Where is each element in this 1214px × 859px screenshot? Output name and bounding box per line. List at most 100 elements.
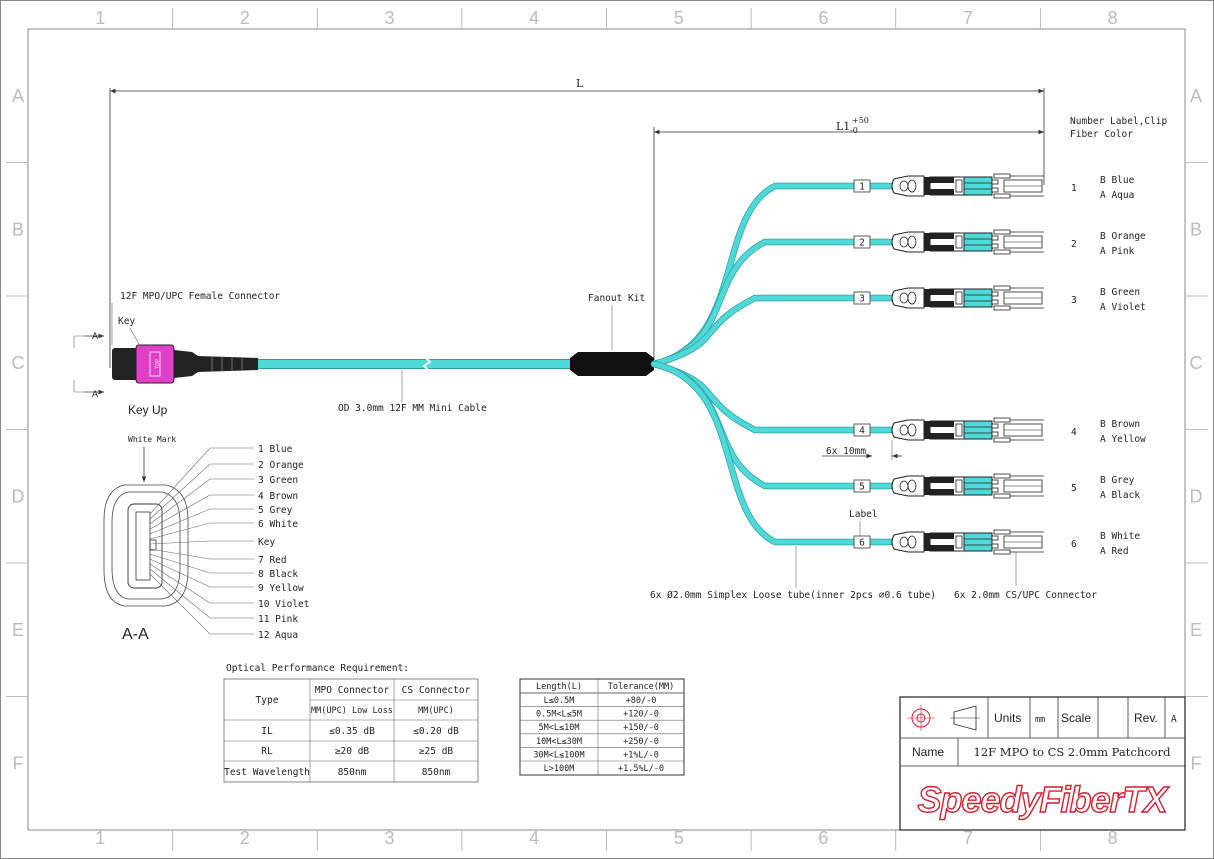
leg-color-a: A Red [1100, 546, 1129, 557]
grid-col-label: 6 [818, 828, 828, 848]
optical-table: Type MPO Connector CS Connector MM(UPC) … [223, 678, 479, 783]
leg-number-clip [853, 235, 871, 249]
rev-value: A [1171, 714, 1177, 725]
number-label-clip-title: Number Label,Clip [1070, 116, 1168, 127]
grid-row-label: B [12, 219, 24, 239]
leg-clip-number: 5 [859, 482, 865, 493]
tolerance-row-tol: +1.5%L/-0 [618, 764, 664, 774]
fiber-list-item: 10 Violet [258, 599, 309, 610]
grid-row-label: D [12, 486, 25, 506]
optical-row-name: IL [261, 726, 273, 737]
white-mark-label: White Mark [128, 435, 176, 444]
tolerance-row-tol: +80/-0 [626, 696, 657, 706]
label-callout: Label [849, 509, 878, 520]
leg-number: 5 [1071, 483, 1077, 494]
optical-row-cs: ≤0.20 dB [413, 726, 459, 737]
fiber-list-item: 1 Blue [258, 444, 293, 455]
cs-connector-label: 6x 2.0mm CS/UPC Connector [954, 590, 1097, 601]
logo: SpeedyFiberTX [917, 779, 1169, 820]
grid-ticks [6, 8, 1208, 851]
grid-col-label: 6 [818, 8, 828, 28]
tolerance-row-length: 30M<L≤100M [533, 750, 584, 760]
leg-color-a: A Black [1100, 490, 1140, 501]
cs-connector [891, 417, 1045, 443]
tolerance-h-length: Length(L) [536, 682, 582, 692]
fiber-list-item: 6 White [258, 519, 298, 530]
grid-col-label: 7 [963, 828, 973, 848]
grid-row-label: A [1190, 86, 1202, 106]
mpo-end-face [103, 484, 189, 607]
cs-connector [891, 473, 1045, 499]
leg-color-b: B Grey [1100, 475, 1135, 486]
rev-label: Rev. [1134, 711, 1158, 725]
key-label: Key [118, 316, 135, 327]
units-value: mm [1035, 715, 1045, 725]
grid-row-label: B [1190, 219, 1202, 239]
optical-row-mpo: ≥20 dB [335, 746, 370, 757]
leg-color-b: B White [1100, 531, 1140, 542]
optical-row-cs: ≥25 dB [419, 746, 454, 757]
fiber-list-item: Key [258, 537, 275, 548]
leg-clip-number: 3 [859, 294, 865, 305]
leg-clip-number: 1 [859, 182, 865, 193]
grid-row-label: F [1191, 753, 1202, 773]
optical-row-mpo: 850nm [338, 767, 367, 778]
fiber-list-item: 12 Aqua [258, 630, 298, 641]
grid-col-label: 5 [674, 8, 684, 28]
leg-color-b: B Green [1100, 287, 1140, 298]
grid-row-label: C [1190, 353, 1203, 373]
grid-row-label: D [1190, 486, 1203, 506]
grid-col-label: 5 [674, 828, 684, 848]
section-marker-top: A [92, 331, 98, 341]
leg-number-clip [853, 179, 871, 193]
leg-clip-number: 6 [859, 538, 865, 549]
tolerance-row-tol: +250/-0 [623, 737, 659, 747]
fiber-color-title: Fiber Color [1070, 129, 1133, 140]
tolerance-row-tol: +120/-0 [623, 710, 659, 720]
optical-row-cs: 850nm [422, 767, 451, 778]
loose-tube-label: 6x Ø2.0mm Simplex Loose tube(inner 2pcs … [650, 590, 936, 601]
spacing-label: 6x 10mm [826, 446, 866, 457]
units-label: Units [994, 711, 1021, 725]
grid-row-label: C [12, 353, 25, 373]
tolerance-row-length: 5M<L≤10M [539, 723, 580, 733]
fiber-list-item: 4 Brown [258, 491, 298, 502]
leg-color-b: B Blue [1100, 175, 1135, 186]
leg-number-clip [853, 423, 871, 437]
name-value: 12F MPO to CS 2.0mm Patchcord [974, 745, 1172, 759]
grid-row-label: F [13, 753, 24, 773]
tolerance-h-tol: Tolerance(MM) [608, 682, 675, 692]
grid-col-label: 4 [529, 8, 539, 28]
dim-L1: L1 [836, 120, 850, 133]
leg-number: 3 [1071, 295, 1077, 306]
fiber-list-item: 2 Orange [258, 460, 304, 471]
fanout-kit-label: Fanout Kit [588, 293, 645, 304]
dim-L: L [576, 77, 584, 90]
leg-clip-number: 2 [859, 238, 865, 249]
fiber-list-item: 8 Black [258, 569, 298, 580]
leg-color-b: B Orange [1100, 231, 1146, 242]
cs-connector [891, 529, 1045, 555]
leg-number-clip [853, 291, 871, 305]
tolerance-row-tol: +1%L/-0 [623, 750, 659, 760]
optical-row-mpo: ≤0.35 dB [329, 726, 375, 737]
mpo-connector-label: 12F MPO/UPC Female Connector [120, 291, 280, 302]
leg-number: 1 [1071, 183, 1077, 194]
cs-connector [891, 173, 1045, 199]
optical-col-mpo: MPO Connector [315, 685, 390, 696]
leg-number: 4 [1071, 427, 1077, 438]
grid-row-label: E [12, 620, 24, 640]
grid-col-label: 8 [1108, 828, 1118, 848]
leg-color-a: A Pink [1100, 246, 1135, 257]
fanout-kit [570, 352, 654, 376]
grid-row-label: E [1190, 620, 1202, 640]
leg-color-b: B Brown [1100, 419, 1140, 430]
grid-col-label: 4 [529, 828, 539, 848]
optical-sub-mpo: MM(UPC) Low Loss [311, 706, 393, 716]
tolerance-row-length: 10M<L≤30M [536, 737, 582, 747]
